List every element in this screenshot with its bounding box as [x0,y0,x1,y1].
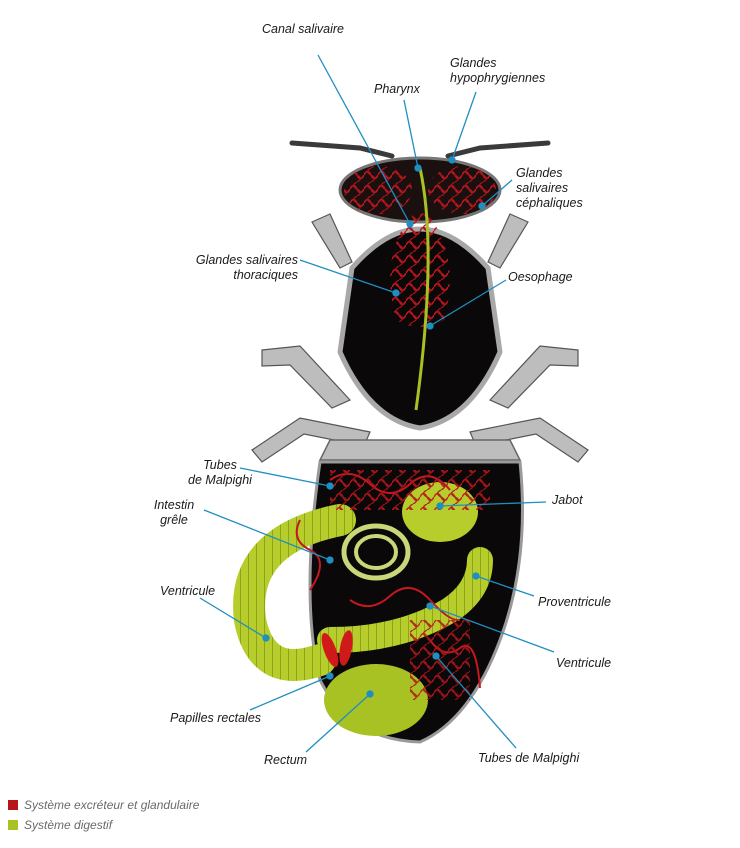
label-ventricule-left: Ventricule [160,584,216,598]
label-ventricule-right: Ventricule [556,656,612,670]
label-rectum: Rectum [264,753,308,767]
label-proventricule: Proventricule [538,595,611,609]
legend-item-digestive: Système digestif [8,818,112,832]
antennae [289,140,551,159]
leader-lines [199,54,555,753]
label-jabot: Jabot [552,493,583,507]
label-canal-salivaire: Canal salivaire [262,22,344,36]
label-tubes-de-malpighi-bottom: Tubes de Malpighi [478,751,580,765]
label-oesophage: Oesophage [508,270,573,284]
legend-swatch-red [8,800,18,810]
label-papilles-rectales: Papilles rectales [170,711,262,725]
label-pharynx: Pharynx [374,82,420,96]
petiole [318,439,522,461]
legend-item-excretory: Système excréteur et glandulaire [8,798,199,812]
legend-swatch-green [8,820,18,830]
abdomen [233,460,524,744]
thorax [337,167,503,431]
